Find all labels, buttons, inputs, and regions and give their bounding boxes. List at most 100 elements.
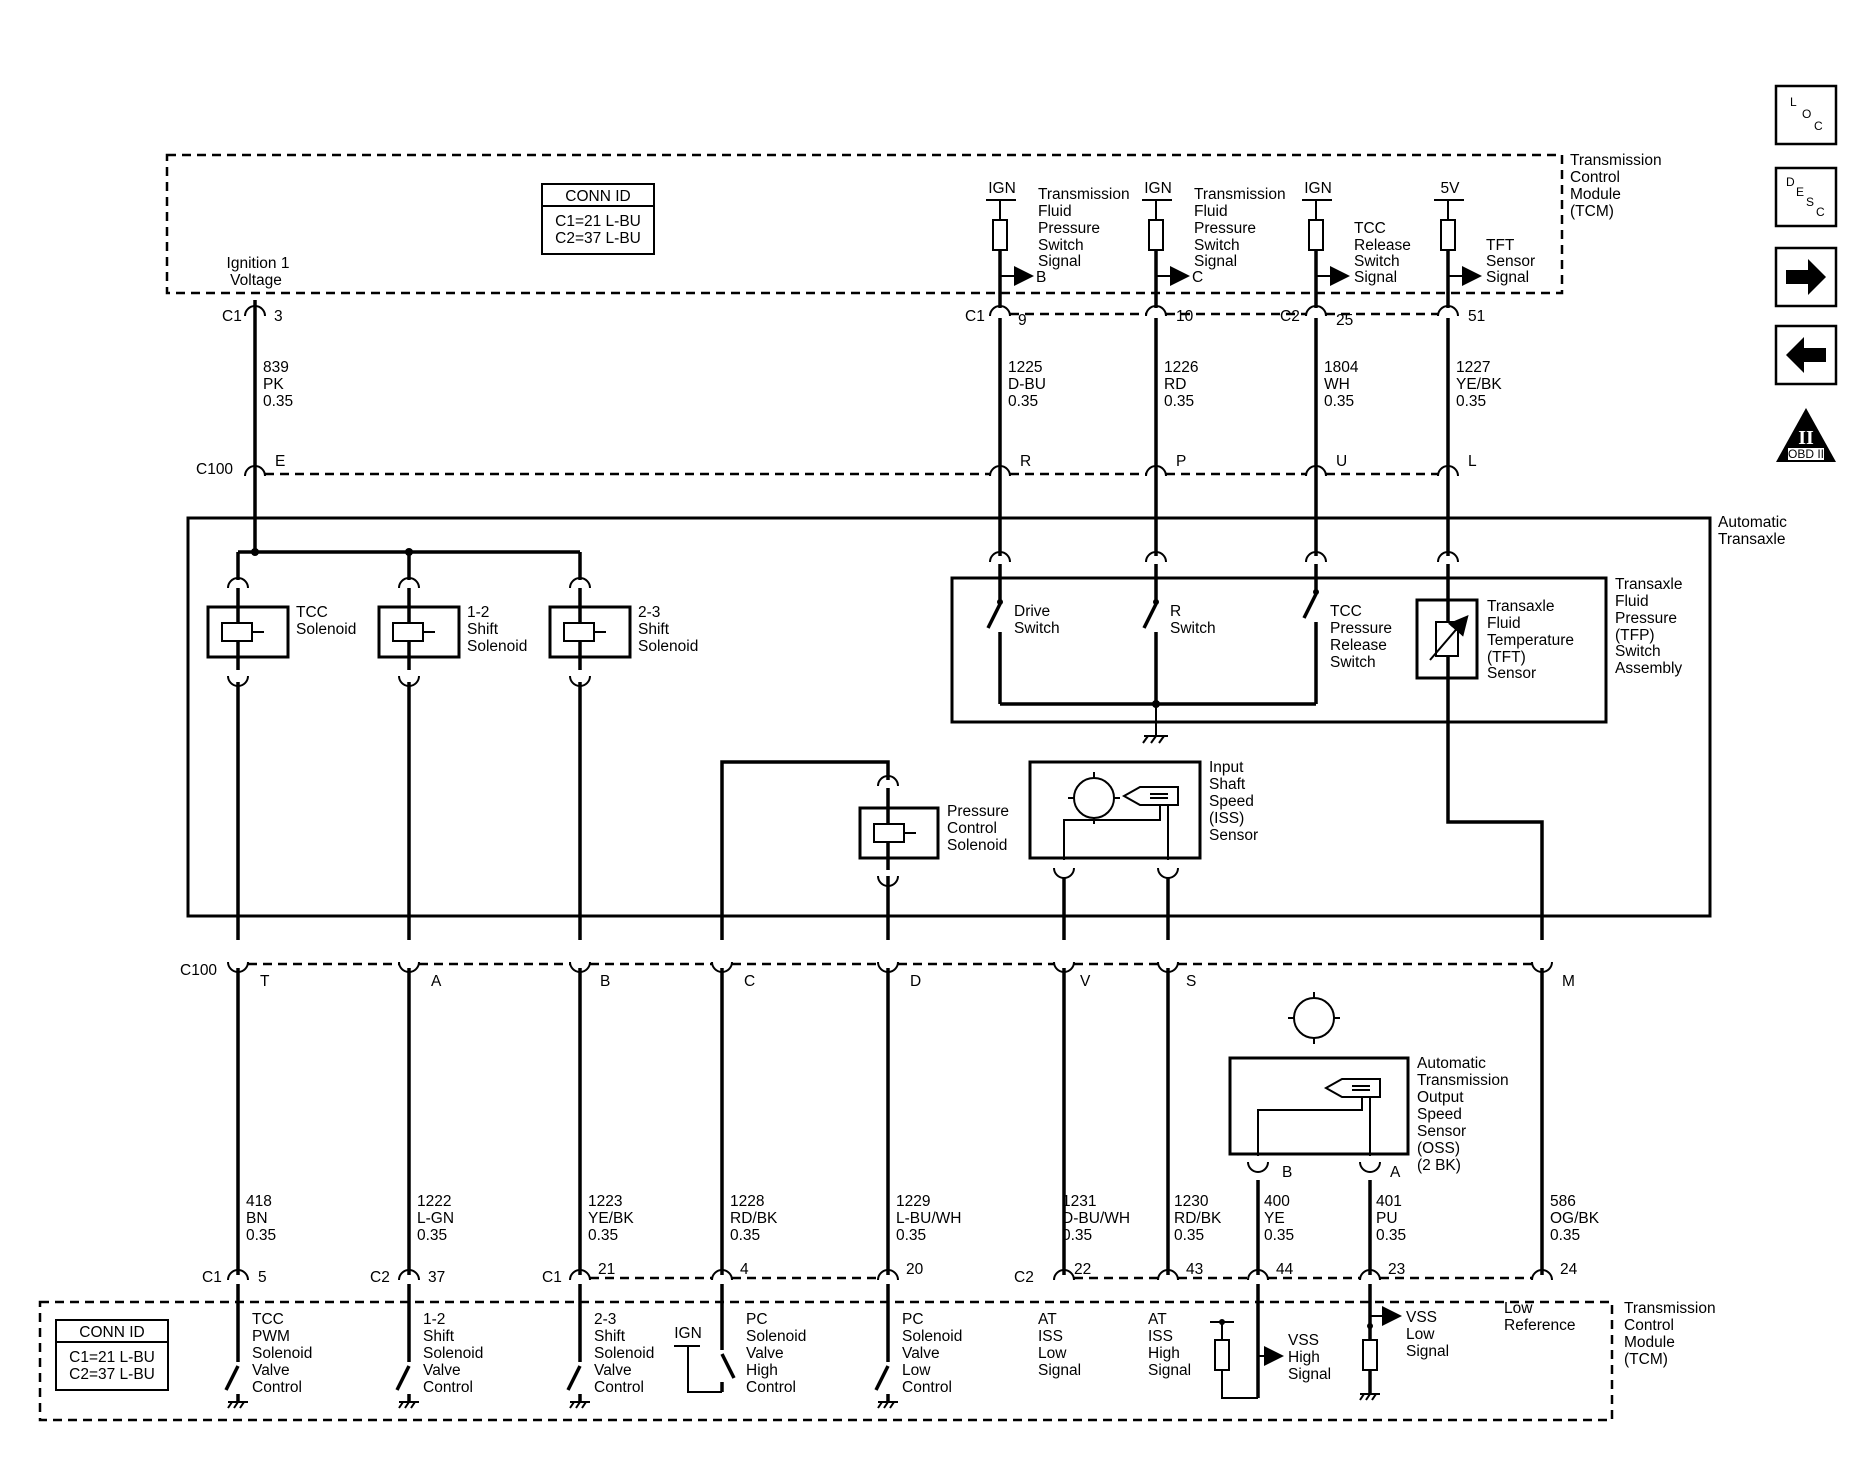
tfp-label: Assembly	[1615, 660, 1682, 677]
c100-label-upper: C100	[196, 461, 233, 478]
svg-text:586: 586	[1550, 1193, 1576, 1210]
svg-text:2-3: 2-3	[594, 1311, 616, 1328]
tft-label: Fluid	[1487, 615, 1521, 632]
svg-text:1223: 1223	[588, 1193, 622, 1210]
switch-label: TCC	[1330, 603, 1362, 620]
pin-43: 43	[1186, 1261, 1203, 1278]
svg-text:1-2: 1-2	[423, 1311, 445, 1328]
input-label: Fluid	[1194, 203, 1228, 220]
wire-label-1229: 1229 L-BU/WH 0.35	[896, 1193, 961, 1244]
desc-button[interactable]: D E S C	[1774, 166, 1838, 228]
iss-label: Shaft	[1209, 776, 1246, 793]
svg-text:Control: Control	[252, 1379, 302, 1396]
wire-label-1804: 1804 WH 0.35	[1324, 359, 1359, 410]
transaxle-label: Automatic	[1718, 514, 1787, 531]
c100-pin-s: S	[1186, 973, 1196, 990]
conn-label: C2	[1014, 1269, 1034, 1286]
prev-button[interactable]	[1774, 324, 1838, 386]
desc-letter: D	[1786, 175, 1795, 189]
tfp-label: Transaxle	[1615, 576, 1682, 593]
input-iss-high: AT ISS High Signal	[1148, 1311, 1191, 1379]
oss-label: Sensor	[1417, 1123, 1466, 1140]
input-label: Signal	[1038, 253, 1081, 270]
solenoid-label: Solenoid	[467, 638, 527, 655]
shift-1-2-solenoid: 1-2 Shift Solenoid	[377, 577, 527, 687]
solenoid-label: 2-3	[638, 604, 660, 621]
pin-51: 51	[1468, 308, 1485, 325]
input-label: TCC	[1354, 220, 1386, 237]
wire-label-1231: 1231 D-BU/WH 0.35	[1062, 1193, 1130, 1244]
low-reference: Low Reference	[1504, 1300, 1576, 1334]
svg-text:Solenoid: Solenoid	[252, 1345, 312, 1362]
input-label: Release	[1354, 237, 1411, 254]
tcm-bottom-label: Module	[1624, 1334, 1675, 1351]
svg-text:VSS: VSS	[1406, 1309, 1437, 1326]
conn-label: C1	[965, 308, 985, 325]
supply-label: IGN	[1304, 180, 1332, 197]
svg-text:PK: PK	[263, 376, 284, 393]
svg-text:1222: 1222	[417, 1193, 451, 1210]
input-label: Switch	[1038, 237, 1084, 254]
tcm-top-inputs: IGN B Transmission Fluid Pressure Switch…	[986, 180, 1535, 308]
conn-label: C1	[542, 1269, 562, 1286]
svg-text:0.35: 0.35	[1376, 1227, 1406, 1244]
conn-id-line-top-1: C2=37 L-BU	[555, 230, 641, 247]
svg-text:1226: 1226	[1164, 359, 1198, 376]
loc-button[interactable]: L O C	[1774, 84, 1838, 146]
wire-label-1226: 1226 RD 0.35	[1164, 359, 1198, 410]
svg-text:ISS: ISS	[1038, 1328, 1063, 1345]
driver-pc-low: PC Solenoid Valve Low Control	[874, 1284, 962, 1409]
tcm-drivers: TCC PWM Solenoid Valve Control 1-2 Shift…	[224, 1284, 1576, 1409]
magnetic-pickup-icon	[1121, 786, 1179, 806]
tcm-bottom-label: Control	[1624, 1317, 1674, 1334]
tfp-input-b: IGN B Transmission Fluid Pressure Switch…	[986, 180, 1130, 308]
svg-text:0.35: 0.35	[1174, 1227, 1204, 1244]
obd-label: OBD II	[1788, 447, 1824, 461]
oss-label: Transmission	[1417, 1072, 1509, 1089]
svg-text:AT: AT	[1038, 1311, 1057, 1328]
oss-pin-b: B	[1282, 1164, 1292, 1181]
svg-text:1227: 1227	[1456, 359, 1490, 376]
svg-text:1231: 1231	[1062, 1193, 1096, 1210]
svg-text:0.35: 0.35	[1164, 393, 1194, 410]
conn-id-title-bottom: CONN ID	[79, 1324, 144, 1341]
oss-label: (OSS)	[1417, 1140, 1460, 1157]
oss-pin-a: A	[1390, 1164, 1401, 1181]
tfp-label: Fluid	[1615, 593, 1649, 610]
svg-text:YE/BK: YE/BK	[588, 1210, 634, 1227]
svg-text:0.35: 0.35	[1008, 393, 1038, 410]
input-iss-low: AT ISS Low Signal	[1038, 1311, 1081, 1379]
svg-text:400: 400	[1264, 1193, 1290, 1210]
svg-text:Low: Low	[1406, 1326, 1435, 1343]
wire-label-1228: 1228 RD/BK 0.35	[730, 1193, 778, 1244]
tfp-label: Switch	[1615, 643, 1661, 660]
desc-letter: E	[1796, 185, 1804, 199]
pin-24: 24	[1560, 1261, 1578, 1278]
switch-label: R	[1170, 603, 1181, 620]
wire-label-418: 418 BN 0.35	[246, 1193, 276, 1244]
tcm-top-pins: C1 3 C1 9 10 C2 25 51	[222, 305, 1485, 329]
wire-label-586: 586 OG/BK 0.35	[1550, 1193, 1600, 1244]
ground-icon	[1142, 735, 1168, 744]
sensor-wheel-icon	[1293, 997, 1335, 1039]
obd-ii-button[interactable]: OBD II II	[1776, 408, 1836, 462]
svg-text:Low: Low	[1038, 1345, 1067, 1362]
pin-20: 20	[906, 1261, 924, 1278]
input-label: Sensor	[1486, 253, 1535, 270]
next-button[interactable]	[1774, 246, 1838, 308]
pc-solenoid-label: Control	[947, 820, 997, 837]
shift-2-3-solenoid: 2-3 Shift Solenoid	[548, 577, 698, 687]
pin-5: 5	[258, 1269, 267, 1286]
svg-text:1225: 1225	[1008, 359, 1042, 376]
svg-text:PC: PC	[902, 1311, 924, 1328]
svg-text:Solenoid: Solenoid	[746, 1328, 806, 1345]
wire-label-401: 401 PU 0.35	[1376, 1193, 1406, 1244]
svg-text:0.35: 0.35	[1264, 1227, 1294, 1244]
input-label: Signal	[1354, 269, 1397, 286]
svg-text:High: High	[1288, 1349, 1320, 1366]
desc-letter: S	[1806, 195, 1814, 209]
wire-label-839: 839 PK 0.35	[263, 359, 293, 410]
svg-text:0.35: 0.35	[896, 1227, 926, 1244]
svg-text:Signal: Signal	[1148, 1362, 1191, 1379]
tcm-top-boundary	[165, 153, 1564, 295]
